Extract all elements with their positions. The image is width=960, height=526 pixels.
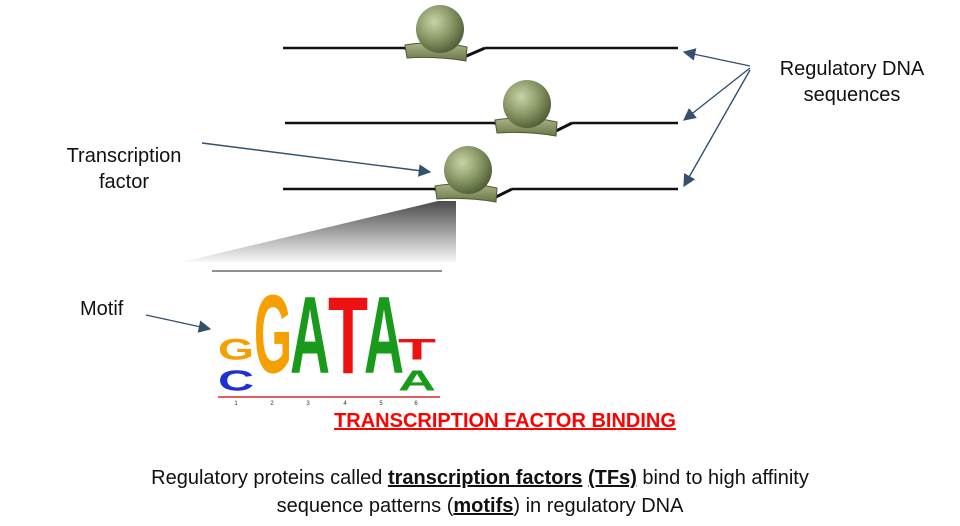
caption-text-3: bind to high affinity	[636, 467, 809, 489]
caption-text-1: Regulatory proteins called	[151, 467, 388, 489]
motif-position-label: 2	[270, 401, 274, 407]
caption-text-5: ) in regulatory DNA	[513, 495, 684, 517]
transcription-factor-protein-3	[434, 146, 498, 203]
regulatory-dna-label-line1: Regulatory DNA	[779, 58, 925, 80]
motif-letter-g-pos1: G	[218, 334, 254, 367]
motif-letter-t-pos4: T	[328, 274, 368, 397]
caption: Regulatory proteins called transcription…	[40, 464, 920, 520]
motif-letter-c-pos1: C	[218, 365, 254, 397]
dna-strand-1	[283, 46, 678, 60]
transcription-factor-label: Transcription factor	[34, 143, 214, 195]
motif-letter-a-pos3: A	[290, 274, 330, 396]
zoom-wedge	[182, 201, 456, 262]
motif-logo-frame	[212, 270, 442, 398]
transcription-factor-protein-1	[404, 5, 468, 62]
transcription-factor-protein-2	[494, 80, 558, 137]
transcription-factor-label-line2: factor	[98, 171, 150, 193]
arrow-to-transcription-factor	[201, 142, 432, 177]
motif-letter-t-pos6: T	[398, 333, 436, 366]
motif-label: Motif	[80, 298, 124, 320]
motif-position-label: 5	[379, 401, 383, 407]
caption-term-tf: transcription factors	[387, 467, 583, 489]
motif-position-label: 1	[234, 401, 238, 407]
caption-text-4: sequence patterns (	[276, 495, 454, 517]
motif-letter-a-pos6: A	[398, 365, 436, 397]
motif-letter-a-pos5: A	[364, 274, 404, 396]
caption-term-tf-abbr: (TFs)	[587, 467, 637, 489]
motif-position-label: 4	[343, 401, 347, 407]
transcription-factor-label-line1: Transcription	[66, 145, 182, 167]
motif-letter-g-pos2: G	[254, 273, 292, 397]
arrow-to-strand-3	[683, 69, 751, 188]
arrow-to-strand-2	[683, 67, 751, 121]
regulatory-dna-label-line2: sequences	[803, 84, 901, 106]
arrow-to-motif	[145, 314, 212, 333]
motif-position-label: 3	[306, 401, 310, 407]
dna-strand-2	[285, 121, 678, 135]
regulatory-dna-label: Regulatory DNA sequences	[736, 56, 960, 108]
motif-position-label: 6	[414, 401, 418, 407]
section-title: TRANSCRIPTION FACTOR BINDING	[334, 410, 676, 432]
caption-term-motifs: motifs	[453, 495, 514, 517]
arrow-to-strand-1	[682, 48, 751, 67]
